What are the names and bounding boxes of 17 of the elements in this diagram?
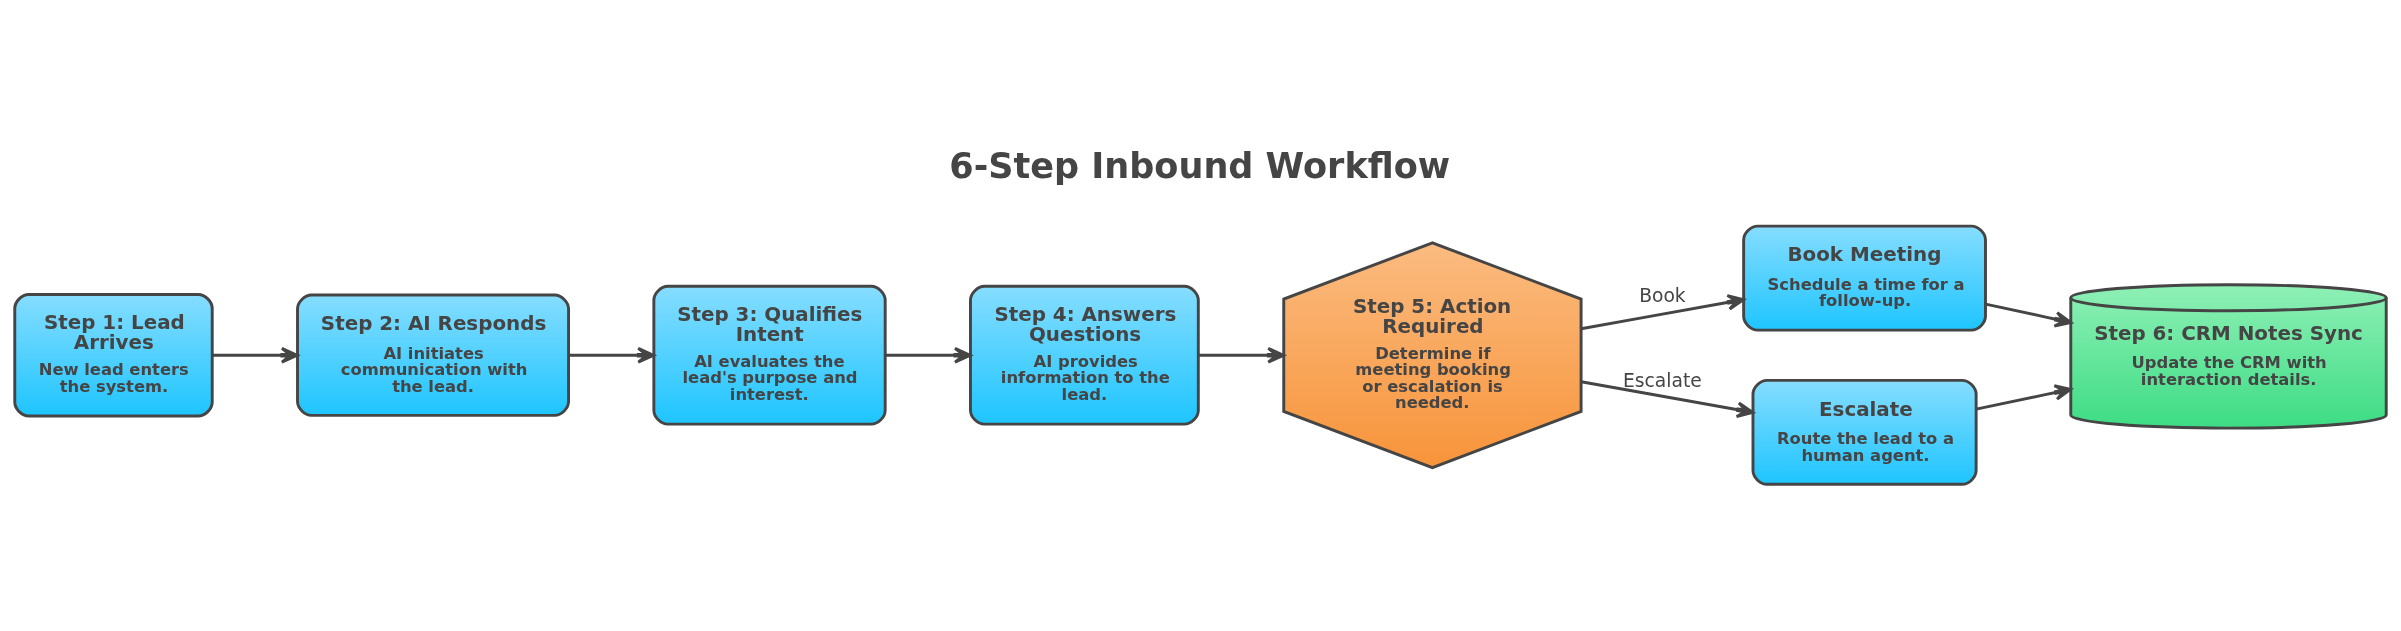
arrow [885, 346, 972, 364]
arrow [1580, 294, 1745, 331]
diagram-title: 6-Step Inbound Workflow [949, 145, 1451, 187]
node-box: Step 3: Qualifies Intent AI evaluates the lead's purpose and interest. [652, 284, 887, 426]
node-box: Step 2: AI Responds AI initiates communication with the lead. [296, 293, 571, 417]
edge-label: Escalate [1623, 369, 1702, 391]
node-box: Step 1: Lead Arrives New lead enters the system. [13, 293, 214, 418]
arrow [1975, 384, 2073, 411]
arrow [568, 346, 655, 364]
arrow [1985, 302, 2073, 328]
arrow [1580, 380, 1755, 418]
arrow [1198, 346, 1285, 364]
node-box: Step 4: Answers Questions AI provides information to the lead. [969, 284, 1200, 426]
node-box: Book Meeting Schedule a time for a follow-up. [1742, 224, 1987, 332]
node-box: Escalate Route the lead to a human agent. [1751, 378, 1978, 486]
arrow [212, 346, 299, 364]
edge-label: Book [1639, 285, 1686, 307]
